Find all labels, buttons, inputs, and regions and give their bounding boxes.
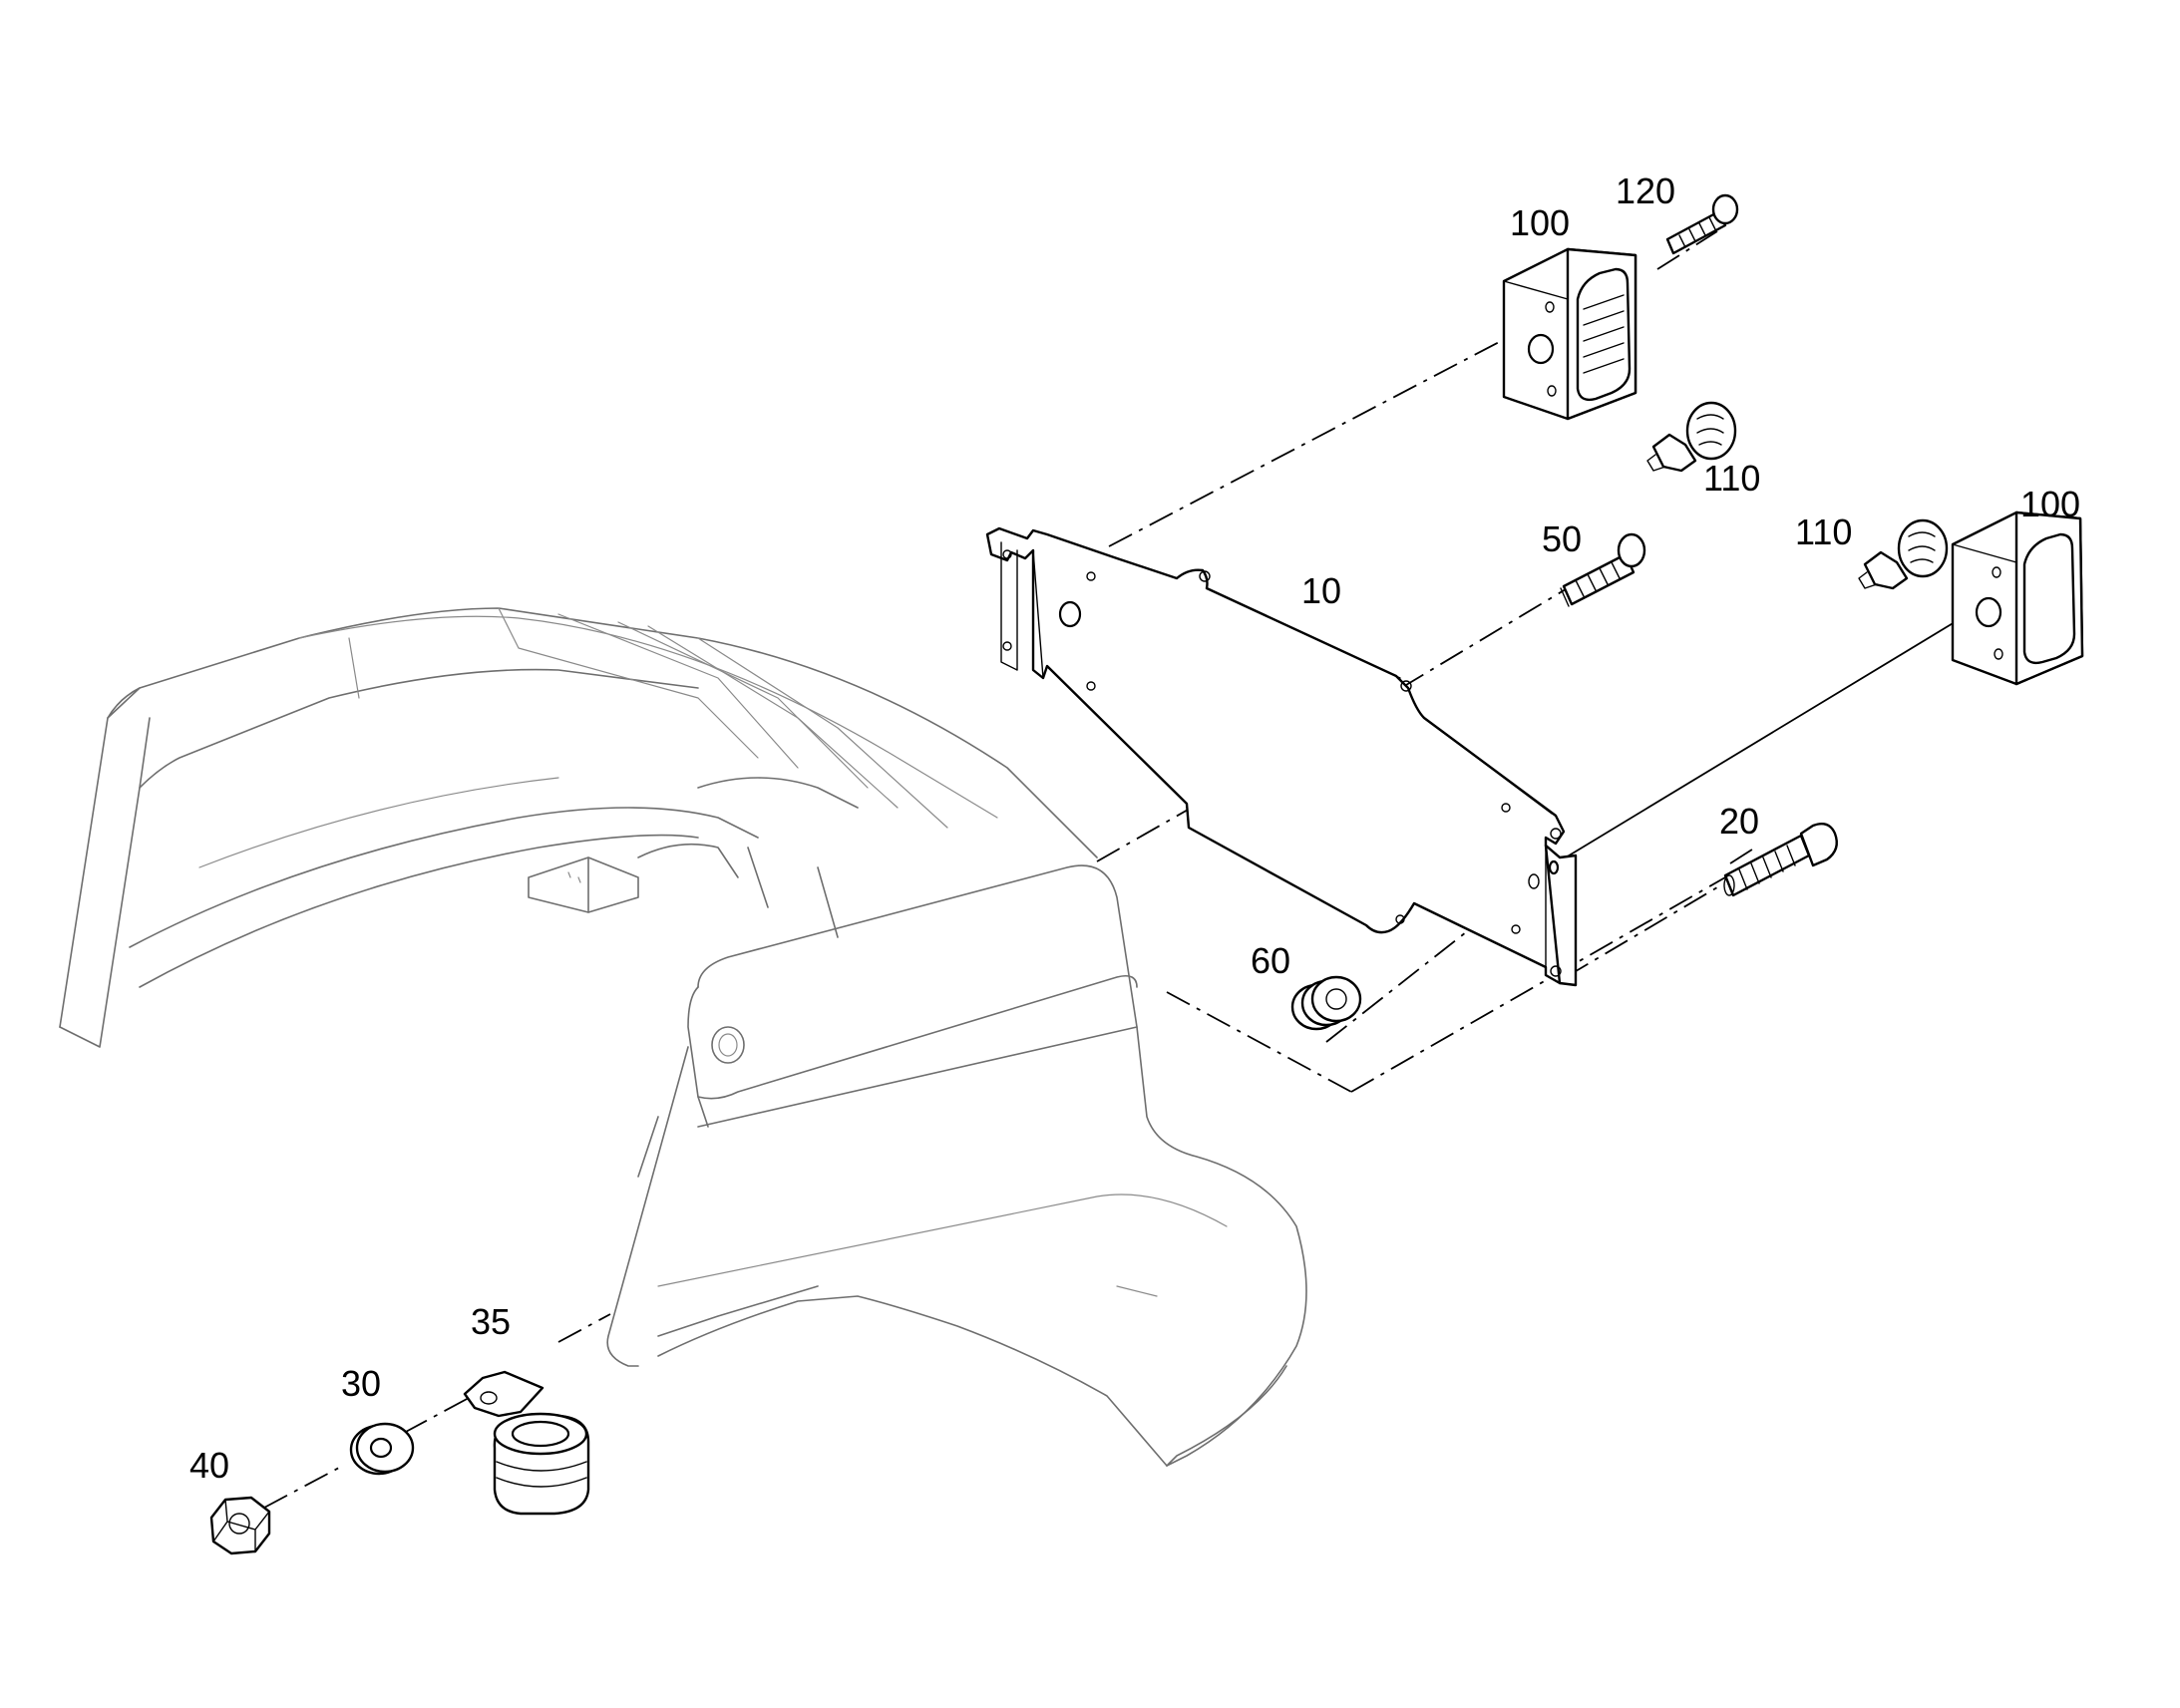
fender-housing	[59, 607, 1307, 1467]
part-10-mounting-bracket	[985, 526, 1578, 987]
part-50-screw	[1560, 532, 1646, 607]
label-part-50: 50	[1542, 518, 1582, 559]
part-120-screw	[1665, 193, 1739, 255]
callout-labels: 10 20 30 35 40 50 60 100 100 110 110 120	[189, 171, 2080, 1486]
part-100-lamp-housing-upper	[1502, 247, 1637, 421]
label-part-35: 35	[471, 1301, 511, 1342]
label-part-60: 60	[1251, 940, 1290, 981]
label-part-100-upper: 100	[1510, 202, 1570, 243]
label-part-110-upper: 110	[1703, 458, 1760, 499]
label-part-100-lower: 100	[2020, 484, 2080, 524]
part-100-lamp-housing-lower	[1951, 511, 2084, 686]
part-20-bolt	[1723, 823, 1838, 897]
label-part-120: 120	[1616, 171, 1675, 211]
label-part-40: 40	[189, 1445, 229, 1486]
label-part-10: 10	[1301, 570, 1341, 611]
part-35-clip	[463, 1370, 590, 1516]
part-30-washer	[349, 1422, 415, 1476]
part-110-bulb-lower	[1858, 518, 1949, 590]
part-40-hex-nut	[209, 1496, 271, 1555]
part-110-bulb-upper	[1646, 401, 1737, 473]
label-part-30: 30	[341, 1363, 381, 1404]
label-part-20: 20	[1719, 801, 1759, 842]
label-part-110-lower: 110	[1795, 512, 1852, 552]
part-60-grommet	[1290, 975, 1362, 1031]
